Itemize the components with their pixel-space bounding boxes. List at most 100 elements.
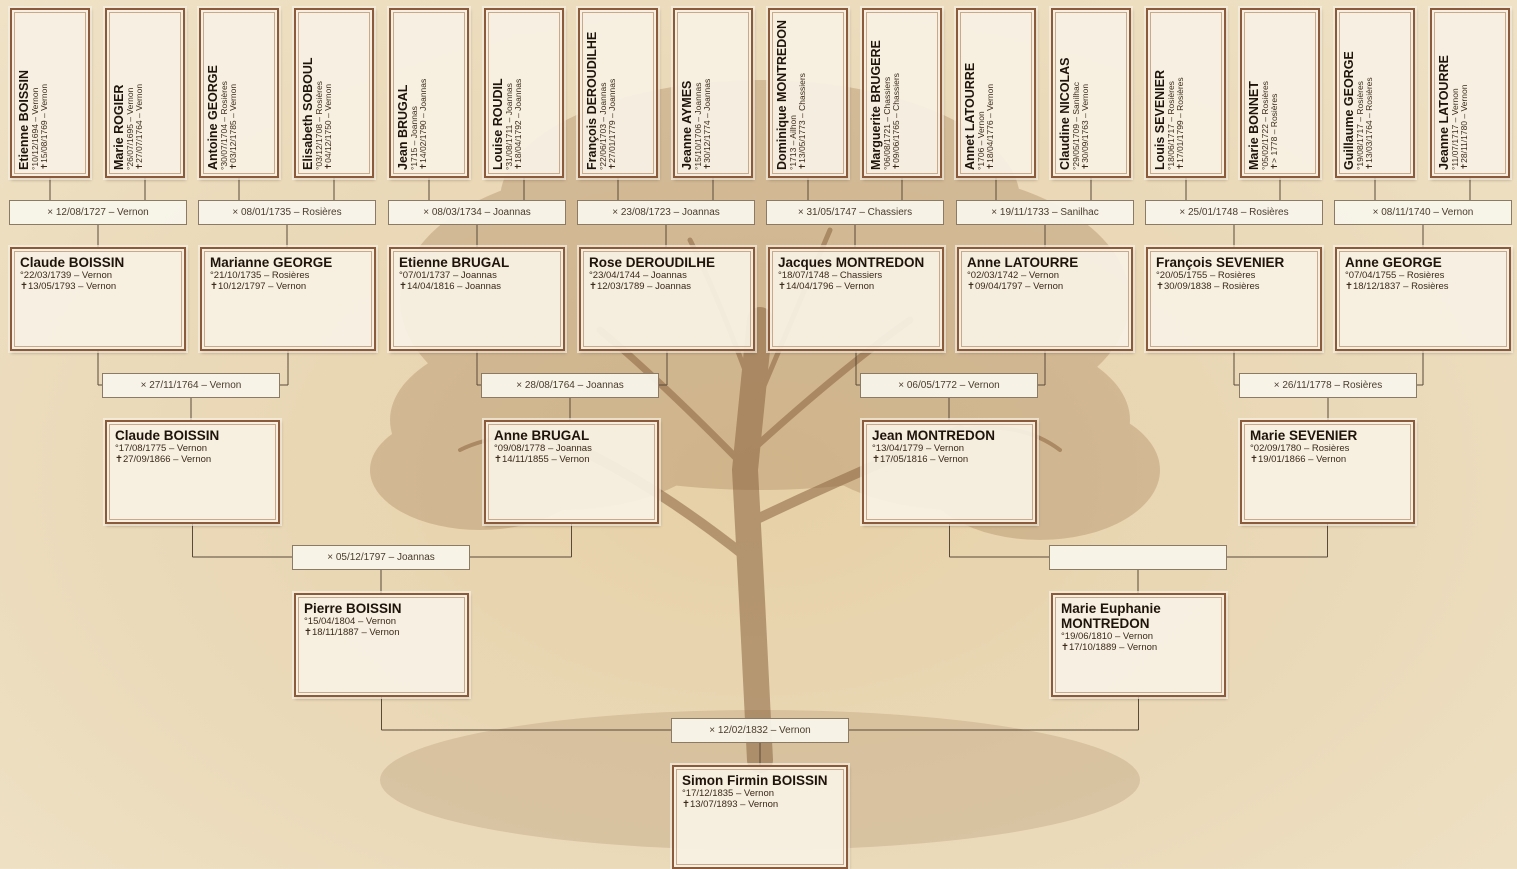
person-name: François SEVENIER — [1156, 255, 1285, 270]
death-info: ✝17/10/1889 – Vernon — [1061, 642, 1158, 653]
marriage-box: × 12/02/1832 – Vernon — [671, 718, 849, 743]
birth-info: °21/10/1735 – Rosières — [210, 270, 310, 281]
ancestor-card-gen4[interactable]: Louise ROUDIL°31/08/1711 – Joannas✝18/04… — [484, 8, 564, 178]
birth-info: °23/04/1744 – Joannas — [589, 270, 687, 281]
person-name: Etienne BRUGAL — [399, 255, 510, 270]
death-info: ✝27/01/1779 – Joannas — [607, 78, 617, 170]
person-name: Pierre BOISSIN — [304, 601, 402, 616]
person-name: Claude BOISSIN — [20, 255, 125, 270]
ancestor-card-gen2[interactable]: Marie SEVENIER°02/09/1780 – Rosières✝19/… — [1240, 420, 1415, 524]
person-name: Anne BRUGAL — [494, 428, 590, 443]
ancestor-card-gen3[interactable]: Rose DEROUDILHE°23/04/1744 – Joannas✝12/… — [579, 247, 755, 351]
death-info: ✝13/07/1893 – Vernon — [682, 799, 779, 810]
marriage-box: × 08/03/1734 – Joannas — [388, 200, 566, 225]
ancestor-card-gen4[interactable]: Jeanne LATOURRE°11/07/1717 – Vernon✝28/1… — [1430, 8, 1510, 178]
death-info: ✝27/07/1764 – Vernon — [134, 83, 144, 170]
person-name: Marianne GEORGE — [210, 255, 333, 270]
marriage-box: × 26/11/1778 – Rosières — [1239, 373, 1417, 398]
ancestor-card-gen4[interactable]: Jeanne AYMES°15/10/1706 – Joannas✝30/12/… — [673, 8, 753, 178]
ancestor-card-gen3[interactable]: Etienne BRUGAL°07/01/1737 – Joannas✝14/0… — [389, 247, 565, 351]
death-info: ✝17/05/1816 – Vernon — [872, 454, 969, 465]
birth-info: °15/04/1804 – Vernon — [304, 616, 397, 627]
ancestor-card-gen3[interactable]: Anne GEORGE°07/04/1755 – Rosières✝18/12/… — [1335, 247, 1511, 351]
ancestor-card-gen4[interactable]: Annet LATOURRE°1706 – Vernon✝18/04/1776 … — [956, 8, 1036, 178]
death-info: ✝17/01/1799 – Rosières — [1175, 77, 1185, 170]
birth-info: °20/05/1755 – Rosières — [1156, 270, 1256, 281]
death-info: ✝27/09/1866 – Vernon — [115, 454, 212, 465]
ancestor-card-gen2[interactable]: Jean MONTREDON°13/04/1779 – Vernon✝17/05… — [862, 420, 1037, 524]
death-info: ✝19/01/1866 – Vernon — [1250, 454, 1347, 465]
root-person-card[interactable]: Simon Firmin BOISSIN°17/12/1835 – Vernon… — [672, 765, 848, 869]
parent-card[interactable]: Pierre BOISSIN°15/04/1804 – Vernon✝18/11… — [294, 593, 469, 697]
death-info: ✝14/02/1790 – Joannas — [418, 78, 428, 170]
ancestor-card-gen4[interactable]: Louis SEVENIER°18/06/1717 – Rosières✝17/… — [1146, 8, 1226, 178]
ancestor-card-gen4[interactable]: Dominique MONTREDON°1713 – Ailhon✝13/05/… — [768, 8, 848, 178]
marriage-box: × 08/01/1735 – Rosières — [198, 200, 376, 225]
marriage-box: × 28/08/1764 – Joannas — [481, 373, 659, 398]
death-info: ✝28/11/1780 – Vernon — [1459, 84, 1469, 170]
person-name: Anne LATOURRE — [967, 255, 1079, 270]
death-info: ✝18/12/1837 – Rosières — [1345, 281, 1449, 292]
person-name: Anne GEORGE — [1345, 255, 1442, 270]
birth-info: °13/04/1779 – Vernon — [872, 443, 965, 454]
death-info: ✝04/12/1750 – Vernon — [323, 83, 333, 170]
ancestor-card-gen3[interactable]: Claude BOISSIN°22/03/1739 – Vernon✝13/05… — [10, 247, 186, 351]
death-info: ✝18/04/1792 – Joannas — [513, 78, 523, 170]
marriage-box: × 19/11/1733 – Sanilhac — [956, 200, 1134, 225]
ancestor-card-gen4[interactable]: Elisabeth SOBOUL°03/12/1708 – Rosières✝0… — [294, 8, 374, 178]
death-info: ✝14/11/1855 – Vernon — [494, 454, 590, 465]
death-info: ✝18/11/1887 – Vernon — [304, 627, 400, 638]
ancestor-card-gen4[interactable]: Claudine NICOLAS°29/05/1709 – Sanilhac✝3… — [1051, 8, 1131, 178]
birth-info: °02/03/1742 – Vernon — [967, 270, 1060, 281]
marriage-box: × 05/12/1797 – Joannas — [292, 545, 470, 570]
parent-card[interactable]: Marie Euphanie MONTREDON°19/06/1810 – Ve… — [1051, 593, 1226, 697]
birth-info: °18/07/1748 – Chassiers — [778, 270, 883, 281]
birth-info: °09/08/1778 – Joannas — [494, 443, 592, 454]
marriage-box — [1049, 545, 1227, 570]
birth-info: °17/08/1775 – Vernon — [115, 443, 208, 454]
death-info: ✝15/08/1769 – Vernon — [39, 83, 49, 170]
person-name: Jacques MONTREDON — [778, 255, 925, 270]
marriage-box: × 25/01/1748 – Rosières — [1145, 200, 1323, 225]
ancestor-card-gen3[interactable]: François SEVENIER°20/05/1755 – Rosières✝… — [1146, 247, 1322, 351]
death-info: ✝30/12/1774 – Joannas — [702, 78, 712, 170]
marriage-box: × 27/11/1764 – Vernon — [102, 373, 280, 398]
ancestor-card-gen4[interactable]: Marguerite BRUGERE°06/08/1721 – Chassier… — [862, 8, 942, 178]
death-info: ✝13/05/1793 – Vernon — [20, 281, 117, 292]
birth-info: °17/12/1835 – Vernon — [682, 788, 775, 799]
death-info: ✝18/04/1776 – Vernon — [985, 83, 995, 170]
ancestor-card-gen4[interactable]: Antoine GEORGE°30/07/1704 – Rosières✝03/… — [199, 8, 279, 178]
person-name: Marie Euphanie MONTREDON — [1061, 601, 1161, 631]
death-info: ✝09/04/1797 – Vernon — [967, 281, 1064, 292]
birth-info: °22/03/1739 – Vernon — [20, 270, 113, 281]
death-info: ✝09/06/1765 – Chassiers — [891, 73, 901, 170]
marriage-box: × 23/08/1723 – Joannas — [577, 200, 755, 225]
marriage-box: × 12/08/1727 – Vernon — [9, 200, 187, 225]
person-name: Rose DEROUDILHE — [589, 255, 716, 270]
marriage-box: × 31/05/1747 – Chassiers — [766, 200, 944, 225]
ancestor-card-gen4[interactable]: Marie BONNET°05/02/1722 – Rosières✝> 177… — [1240, 8, 1320, 178]
birth-info: °07/01/1737 – Joannas — [399, 270, 497, 281]
ancestor-card-gen4[interactable]: François DEROUDILHE°22/06/1703 – Joannas… — [578, 8, 658, 178]
birth-info: °02/09/1780 – Rosières — [1250, 443, 1350, 454]
ancestor-card-gen3[interactable]: Marianne GEORGE°21/10/1735 – Rosières✝10… — [200, 247, 376, 351]
death-info: ✝14/04/1816 – Joannas — [399, 281, 501, 292]
ancestor-card-gen4[interactable]: Guillaume GEORGE°19/08/1717 – Rosières✝1… — [1335, 8, 1415, 178]
person-name: Simon Firmin BOISSIN — [682, 773, 828, 788]
marriage-box: × 06/05/1772 – Vernon — [860, 373, 1038, 398]
death-info: ✝13/03/1764 – Rosières — [1364, 77, 1374, 170]
ancestor-card-gen4[interactable]: Jean BRUGAL°1715 – Joannas✝14/02/1790 – … — [389, 8, 469, 178]
ancestor-card-gen4[interactable]: Marie ROGIER°26/07/1695 – Vernon✝27/07/1… — [105, 8, 185, 178]
death-info: ✝30/09/1838 – Rosières — [1156, 281, 1260, 292]
ancestor-card-gen3[interactable]: Anne LATOURRE°02/03/1742 – Vernon✝09/04/… — [957, 247, 1133, 351]
death-info: ✝14/04/1796 – Vernon — [778, 281, 875, 292]
death-info: ✝12/03/1789 – Joannas — [589, 281, 691, 292]
ancestor-card-gen2[interactable]: Anne BRUGAL°09/08/1778 – Joannas✝14/11/1… — [484, 420, 659, 524]
ancestor-card-gen4[interactable]: Etienne BOISSIN°10/12/1694 – Vernon✝15/0… — [10, 8, 90, 178]
ancestor-card-gen2[interactable]: Claude BOISSIN°17/08/1775 – Vernon✝27/09… — [105, 420, 280, 524]
ancestor-card-gen3[interactable]: Jacques MONTREDON°18/07/1748 – Chassiers… — [768, 247, 944, 351]
death-info: ✝13/05/1773 – Chassiers — [797, 73, 807, 170]
person-name: Jean MONTREDON — [872, 428, 996, 443]
birth-info: °19/06/1810 – Vernon — [1061, 631, 1154, 642]
